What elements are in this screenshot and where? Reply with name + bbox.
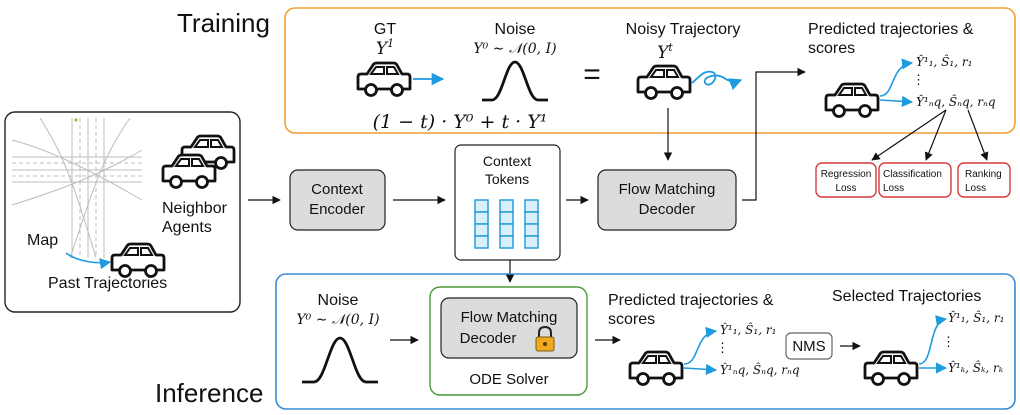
pred-traj-lower-training — [879, 95, 914, 107]
selected-dots: ⋮ — [942, 335, 955, 350]
map-label: Map — [27, 232, 58, 249]
nms-block: NMS — [785, 332, 833, 360]
pred-dots-inference: ⋮ — [716, 341, 729, 356]
pred-traj-lower-inference — [683, 363, 718, 375]
classification-loss-line2: Loss — [883, 183, 904, 194]
noisy-symbol: Yt — [657, 41, 673, 63]
regression-loss-box: Regression Loss — [815, 162, 877, 198]
regression-loss-line2: Loss — [835, 183, 856, 194]
noise-label-training: Noise — [495, 21, 536, 38]
pred-traj-upper-inference — [683, 326, 718, 365]
inference-decoder-line2: Decoder — [460, 330, 517, 347]
neighbor-label-1: Neighbor — [162, 200, 228, 217]
pred-row2-inference: Ŷ¹ₙq, Ŝₙq, rₙq — [720, 361, 800, 377]
pred-traj-upper-training — [879, 58, 914, 97]
pred-car-icon-inference — [628, 350, 684, 386]
token-grid-icon — [474, 199, 539, 249]
regression-loss-line1: Regression — [821, 169, 872, 180]
nms-label: NMS — [792, 338, 825, 355]
arrow-to-regression — [871, 109, 947, 161]
pred-dots-training: ⋮ — [912, 73, 925, 88]
noise-formula-training: Y⁰ ∼ 𝒩(0, I) — [473, 41, 556, 57]
lock-icon — [535, 325, 555, 352]
gt-label: GT — [374, 21, 396, 38]
arrow-to-ranking — [967, 109, 989, 161]
gaussian-icon-inference — [302, 336, 378, 384]
inference-frame — [275, 273, 1016, 410]
inference-section-label: Inference — [155, 378, 263, 408]
selected-row2: Ŷ¹ₖ, Ŝₖ, rₖ — [948, 359, 1004, 375]
gt-car-icon — [356, 61, 412, 97]
pred-label-training-1: Predicted trajectories & — [808, 21, 974, 38]
selected-label: Selected Trajectories — [832, 288, 981, 305]
flow-matching-decoder-block: Flow Matching Decoder — [597, 169, 737, 231]
arrow-to-classification — [924, 109, 947, 161]
pred-label-training-2: scores — [808, 40, 855, 57]
ode-solver-label: ODE Solver — [469, 371, 548, 388]
arrow-decoder-to-predictions — [742, 67, 806, 201]
classification-loss-line1: Classification — [883, 169, 942, 180]
classification-loss-box: Classification Loss — [878, 162, 952, 198]
ode-solver-block: Flow Matching Decoder ODE Solver — [429, 286, 588, 396]
inference-decoder-block — [440, 297, 578, 359]
context-tokens-block: Context Tokens — [454, 144, 561, 261]
gt-symbol: Y1 — [376, 37, 394, 59]
pred-row2-training: Ŷ¹ₙq, Ŝₙq, rₙq — [916, 93, 996, 109]
noisy-car-icon — [636, 64, 692, 100]
equals-sign: = — [583, 58, 601, 91]
noisy-trajectory-label: Noisy Trajectory — [626, 21, 741, 38]
noise-label-inference: Noise — [318, 292, 359, 309]
context-encoder-line2: Encoder — [309, 201, 365, 218]
training-section-label: Training — [177, 8, 270, 38]
past-trajectory-arrow — [65, 252, 112, 270]
selected-car-icon — [863, 350, 919, 386]
input-panel — [4, 111, 241, 313]
context-encoder-block: Context Encoder — [289, 169, 386, 231]
noisy-trajectory-squiggle — [691, 70, 743, 91]
interpolation-formula: (1 − t) · Y⁰ + t · Y¹ — [373, 111, 548, 133]
past-trajectories-label: Past Trajectories — [48, 275, 167, 292]
neighbor-label-2: Agents — [162, 219, 212, 236]
selected-row1: Ŷ¹₁, Ŝ₁, r₁ — [948, 309, 1004, 325]
context-tokens-line2: Tokens — [485, 171, 529, 187]
map-icon — [11, 117, 143, 259]
pred-label-inference-1: Predicted trajectories & — [608, 292, 774, 309]
selected-traj-upper — [918, 315, 948, 365]
ranking-loss-line2: Loss — [965, 183, 986, 194]
gaussian-icon — [482, 60, 548, 102]
pred-row1-training: Ŷ¹₁, Ŝ₁, r₁ — [916, 53, 972, 69]
pred-label-inference-2: scores — [608, 311, 655, 328]
pred-row1-inference: Ŷ¹₁, Ŝ₁, r₁ — [720, 321, 776, 337]
pred-car-icon-training — [824, 82, 880, 118]
context-encoder-line1: Context — [311, 181, 364, 198]
fm-decoder-line1: Flow Matching — [619, 181, 716, 198]
training-frame — [284, 7, 1016, 134]
noise-formula-inference: Y⁰ ∼ 𝒩(0, I) — [296, 312, 379, 328]
fm-decoder-line2: Decoder — [639, 201, 696, 218]
ranking-loss-box: Ranking Loss — [957, 162, 1011, 198]
ranking-loss-line1: Ranking — [965, 169, 1002, 180]
inference-decoder-line1: Flow Matching — [461, 309, 558, 326]
context-tokens-line1: Context — [483, 153, 531, 169]
